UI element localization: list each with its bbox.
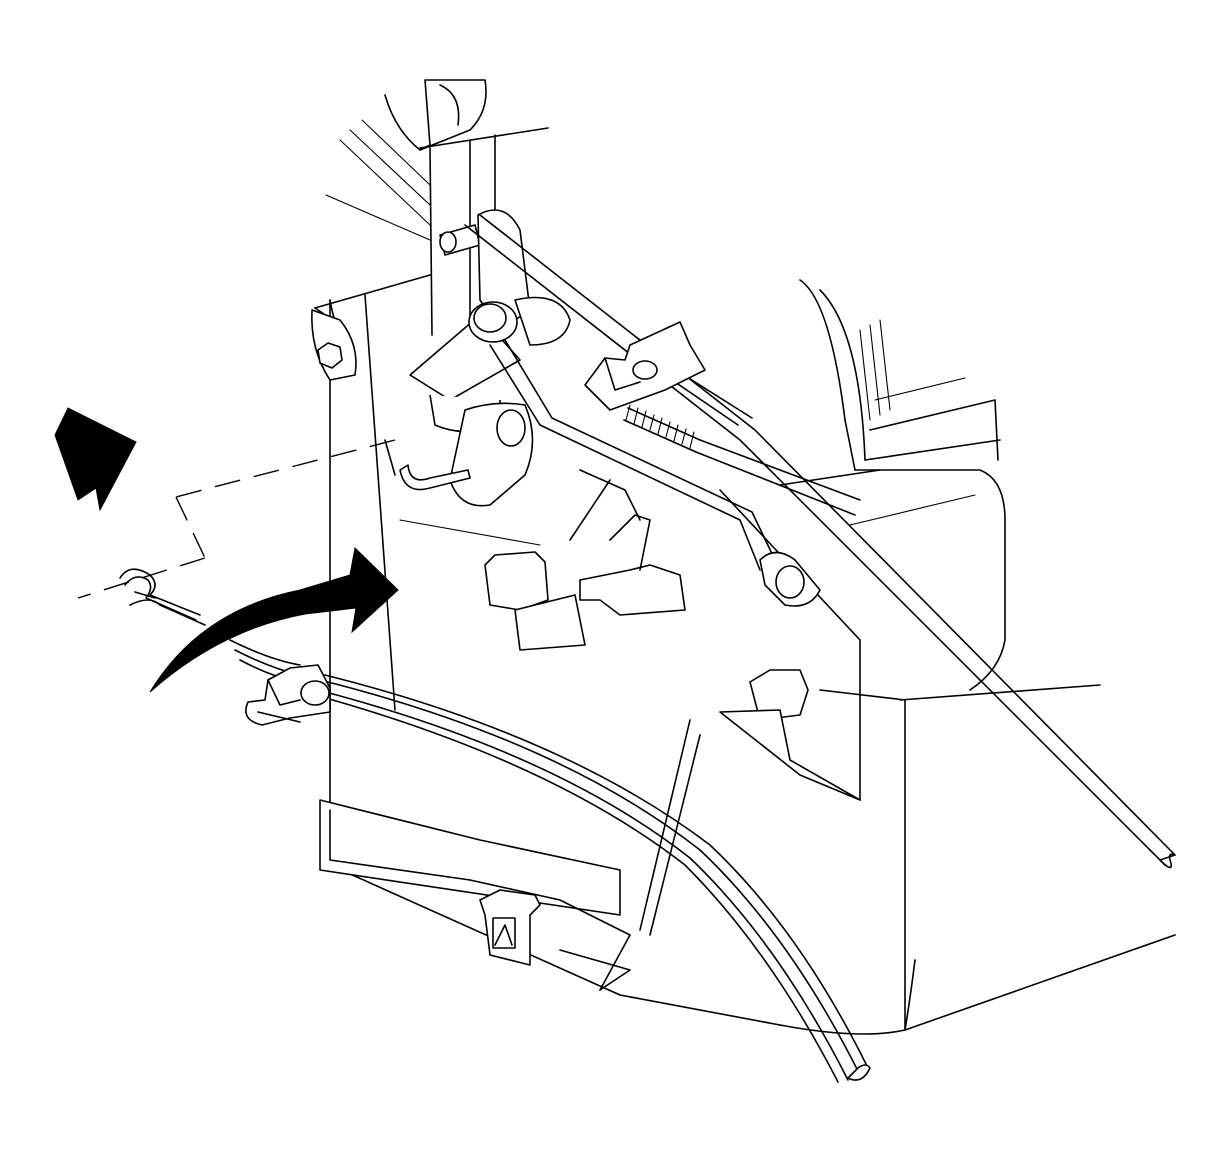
pivot-bracket-with-bolt <box>409 209 571 433</box>
lower-duct-latch <box>319 799 631 991</box>
curved-motion-arrow-icon <box>149 546 399 693</box>
return-spring <box>623 404 861 516</box>
cable-retaining-clip-lower <box>245 664 331 726</box>
module-housing <box>314 194 1176 1035</box>
cable-retaining-clip-upper <box>584 321 706 411</box>
assembly-guide-lines <box>77 439 396 599</box>
cable-end-loop <box>489 339 821 607</box>
retaining-clip-removed <box>119 568 206 626</box>
connector-blocks <box>484 514 861 801</box>
hex-bolt <box>311 309 357 381</box>
actuator-lever <box>384 402 534 507</box>
control-cable-lower <box>229 639 871 1083</box>
direction-arrow-icon <box>54 407 137 512</box>
